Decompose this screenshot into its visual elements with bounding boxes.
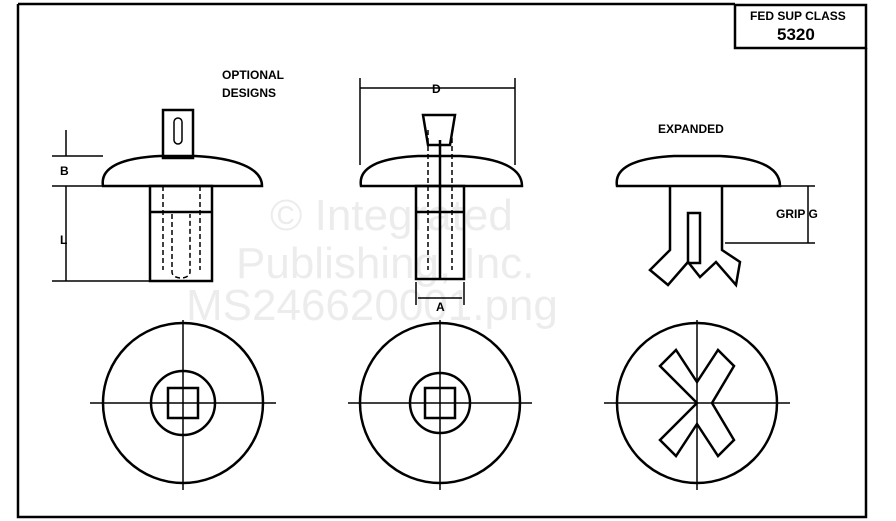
title-block-box bbox=[733, 3, 868, 50]
rivet-side-view-left bbox=[52, 108, 264, 283]
rivet-side-view-center bbox=[359, 78, 524, 305]
dim-a-label: A bbox=[436, 300, 445, 314]
drawing-frame bbox=[16, 2, 868, 519]
optional-label: OPTIONAL bbox=[222, 68, 284, 82]
fed-sup-class-value: 5320 bbox=[777, 25, 815, 44]
dim-b-label: B bbox=[60, 164, 69, 178]
dim-d-label: D bbox=[432, 82, 441, 96]
dim-l-label: L bbox=[60, 233, 67, 247]
rivet-side-view-expanded bbox=[615, 154, 815, 288]
rivet-end-view-left bbox=[90, 320, 276, 490]
rivet-end-view-center bbox=[348, 320, 532, 490]
grip-g-label: GRIP G bbox=[776, 207, 818, 221]
rivet-end-view-expanded bbox=[604, 320, 790, 490]
designs-label: DESIGNS bbox=[222, 86, 276, 100]
fed-sup-class-label: FED SUP CLASS bbox=[750, 9, 846, 23]
watermark-line-2: Publishing, Inc. bbox=[236, 239, 534, 288]
expanded-label: EXPANDED bbox=[658, 122, 724, 136]
watermark-line-1: © Integrated bbox=[270, 191, 513, 240]
watermark-line-3: MS246620001.png bbox=[186, 281, 558, 330]
